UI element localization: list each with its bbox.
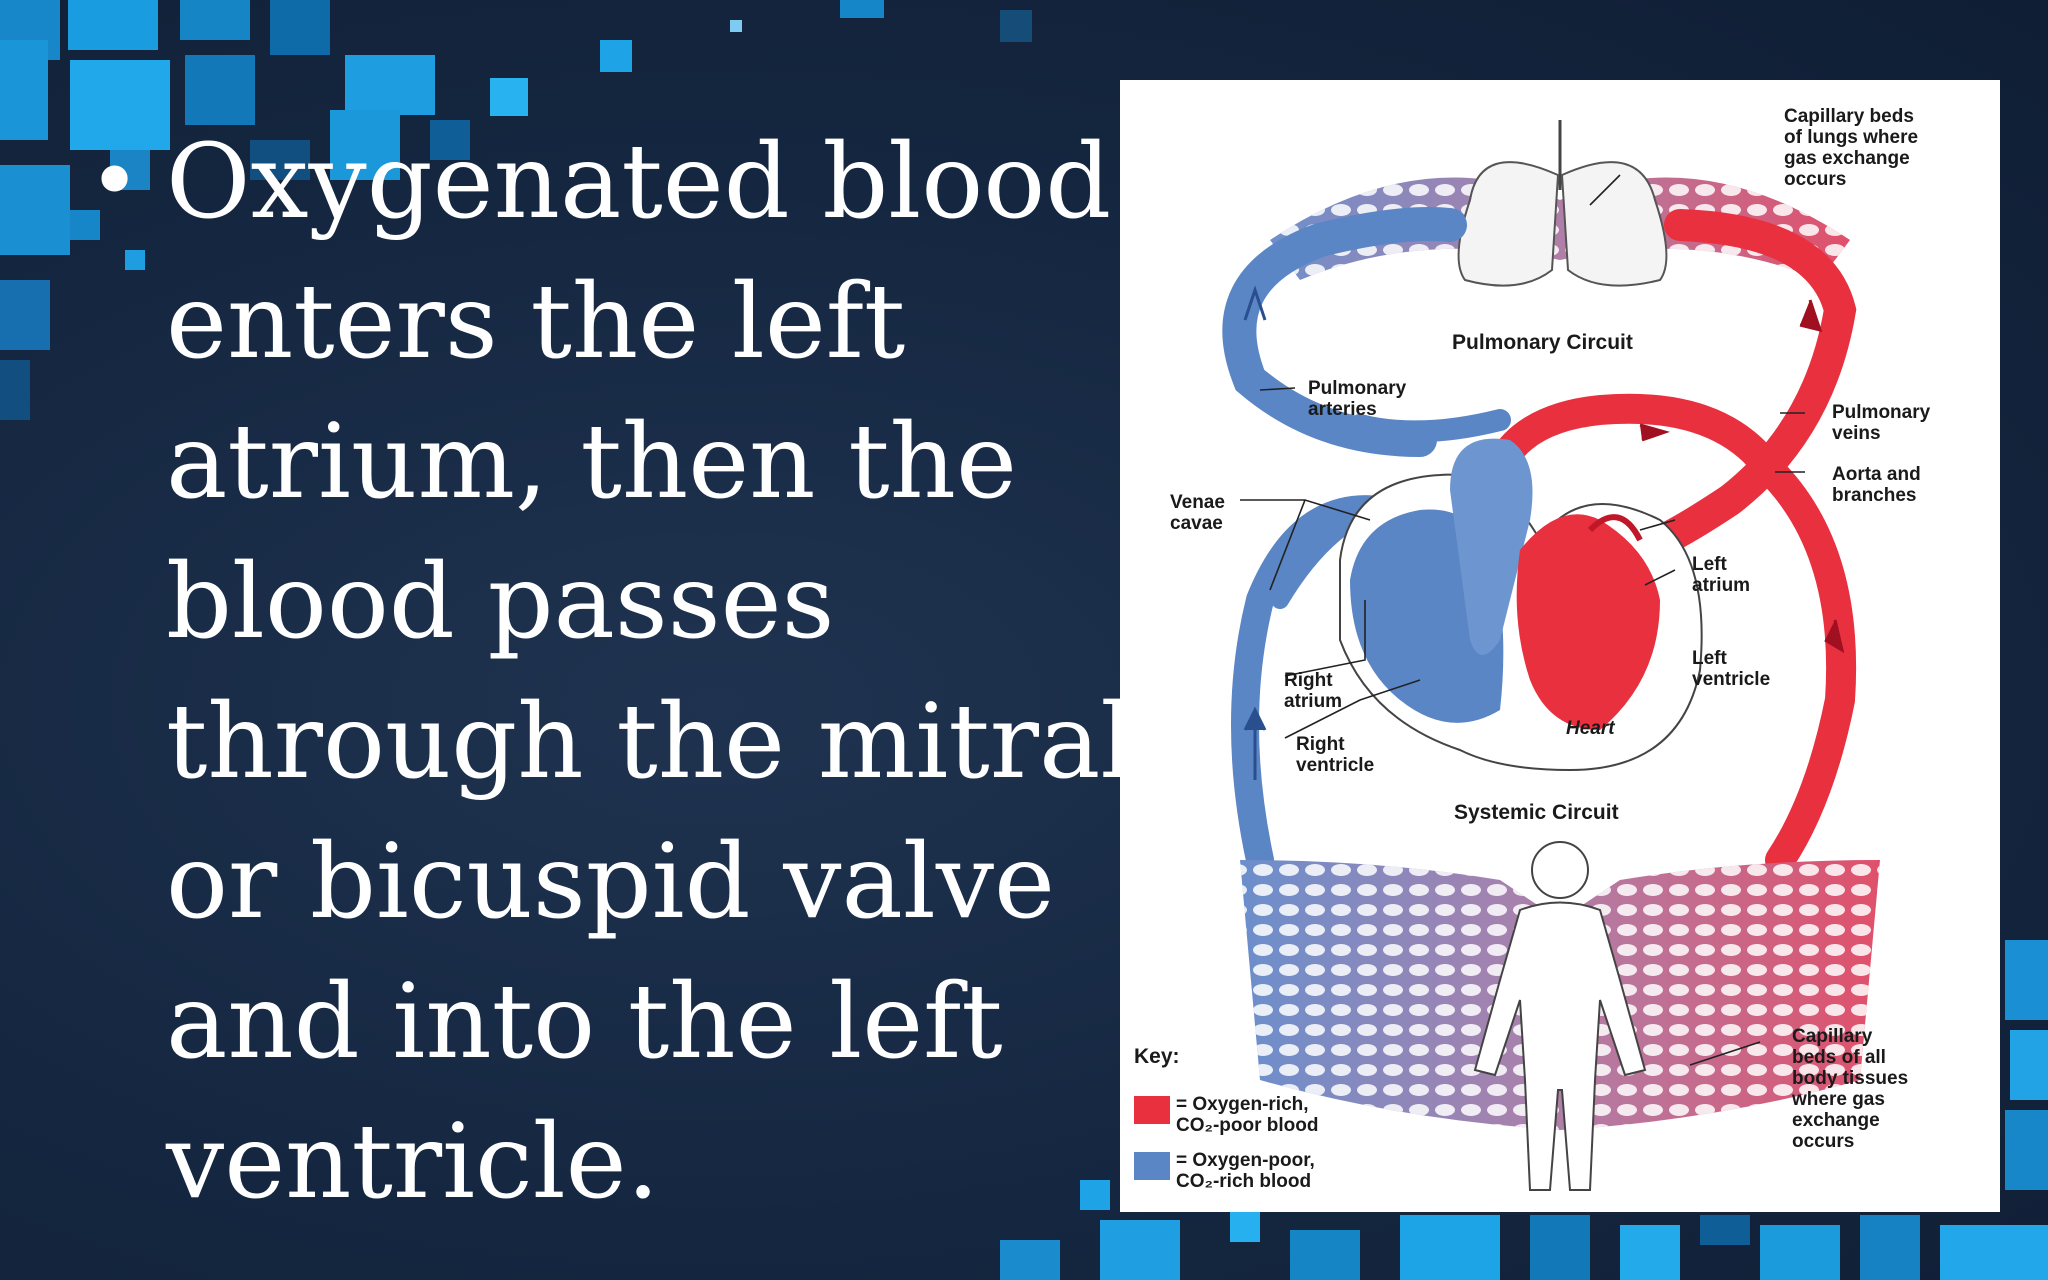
- lungs-icon: [1457, 120, 1668, 287]
- label-heart: Heart: [1566, 718, 1615, 739]
- key-oxygen-rich-label: = Oxygen-rich, CO₂-poor blood: [1176, 1094, 1319, 1136]
- key-swatch-oxygen-rich: [1134, 1096, 1170, 1124]
- label-pulmonary-circuit: Pulmonary Circuit: [1452, 331, 1633, 354]
- bullet-line: or bicuspid valve: [166, 822, 1055, 942]
- label-aorta-branches: Aorta and branches: [1832, 464, 1921, 506]
- label-right-atrium: Right atrium: [1284, 670, 1343, 712]
- bullet-line: ventricle.: [166, 1102, 660, 1222]
- bullet-line: and into the left: [166, 962, 1003, 1082]
- label-left-atrium: Left atrium: [1692, 554, 1751, 596]
- flow-arrows: [1243, 285, 1267, 780]
- key-oxygen-poor-label: = Oxygen-poor, CO₂-rich blood: [1176, 1150, 1315, 1192]
- human-body-icon: [1473, 841, 1647, 1191]
- label-systemic-circuit: Systemic Circuit: [1454, 801, 1619, 824]
- label-capillary-lungs: Capillary beds of lungs where gas exchan…: [1784, 106, 1919, 190]
- label-left-ventricle: Left ventricle: [1692, 648, 1771, 690]
- label-pulmonary-arteries: Pulmonary arteries: [1308, 378, 1407, 420]
- label-venae-cavae: Venae cavae: [1170, 492, 1225, 534]
- label-pulmonary-veins: Pulmonary veins: [1832, 402, 1931, 444]
- label-capillary-body: Capillary beds of all body tissues where…: [1792, 1026, 1909, 1152]
- pulmonary-vein-vessel: [1624, 209, 1857, 566]
- label-right-ventricle: Right ventricle: [1296, 734, 1375, 776]
- bullet-line: enters the left: [166, 262, 906, 382]
- flow-arrows-red: [1639, 299, 1845, 654]
- circulation-diagram: Capillary beds of lungs where gas exchan…: [1120, 80, 2000, 1212]
- aorta-vessel: [1475, 393, 1857, 875]
- bullet-line: through the mitral: [166, 682, 1134, 802]
- bullet-line: atrium, then the: [166, 402, 1017, 522]
- bullet-text-block: • Oxygenated blood enters the left atriu…: [88, 112, 1134, 1232]
- heart-icon: [1339, 438, 1703, 772]
- key-swatch-oxygen-poor: [1134, 1152, 1170, 1180]
- lung-capillary-bed: [1270, 177, 1850, 280]
- pulmonary-artery-vessel: [1222, 207, 1511, 457]
- bullet-point: •: [88, 129, 142, 234]
- bullet-line: blood passes: [166, 542, 835, 662]
- leader-lines: [1240, 174, 1805, 1066]
- circulation-diagram-art: [1134, 120, 1880, 1191]
- bullet-line: Oxygenated blood: [166, 122, 1112, 242]
- key-title: Key:: [1134, 1045, 1180, 1068]
